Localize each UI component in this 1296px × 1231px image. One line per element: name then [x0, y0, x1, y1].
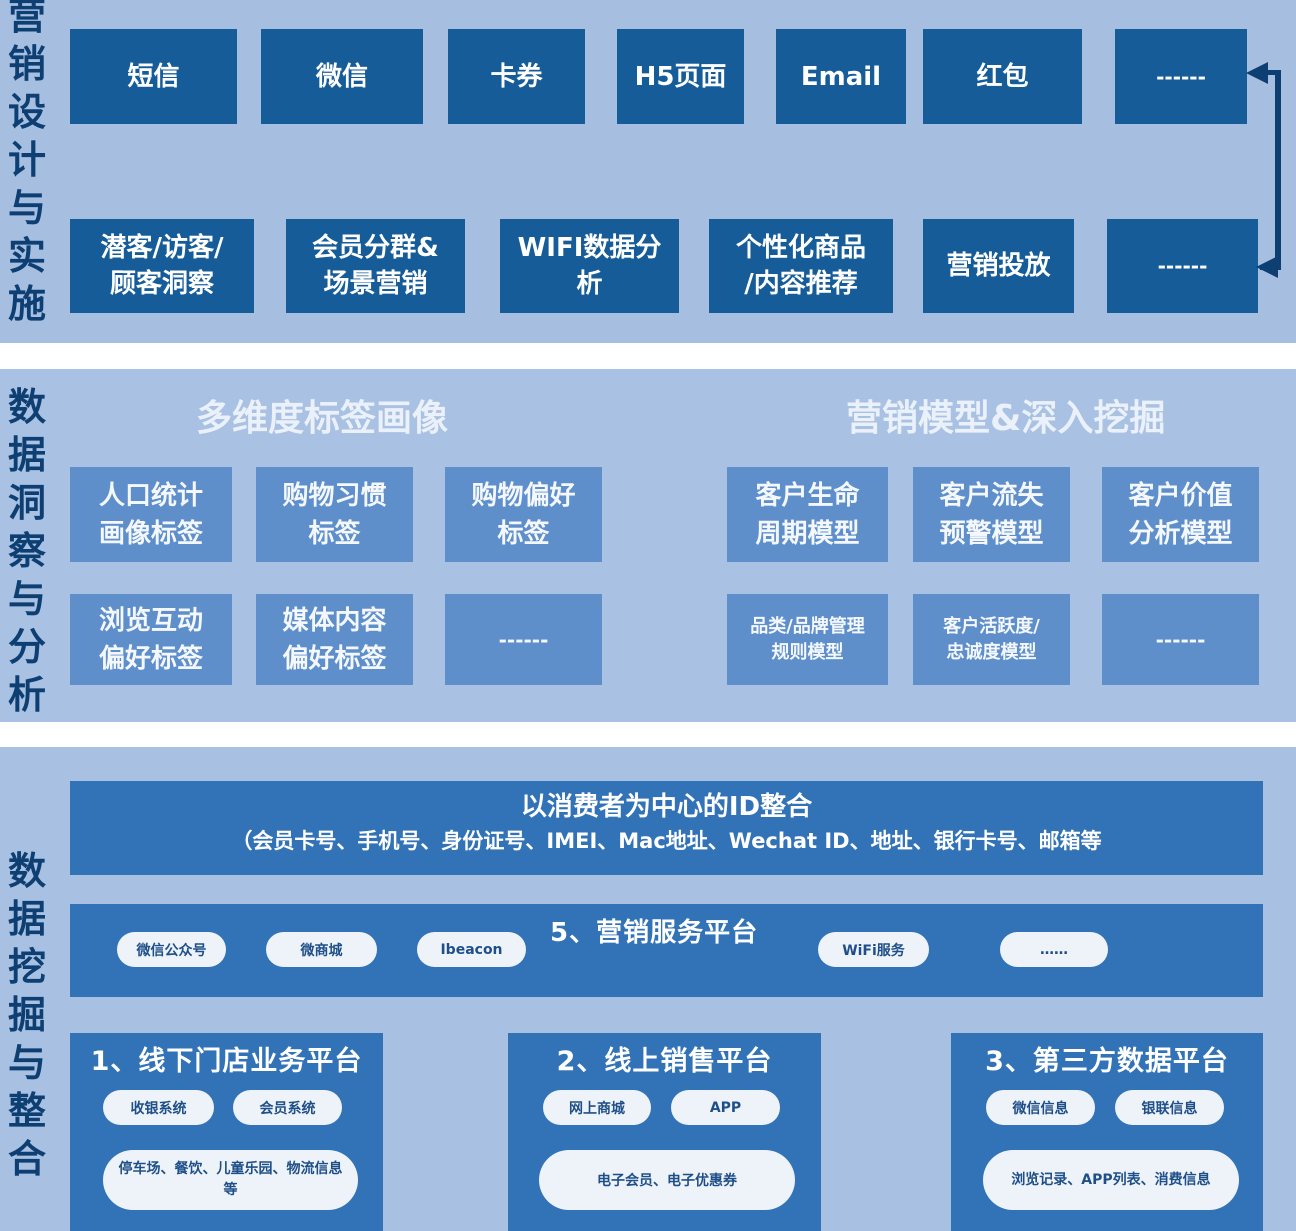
side-char: 计 — [7, 138, 46, 182]
channel-more: ------ — [1115, 29, 1247, 124]
channel-coupon: 卡券 — [448, 29, 585, 124]
third-party-platform-title: 3、第三方数据平台 — [985, 1046, 1229, 1077]
service-pill-micro-store: 微商城 — [266, 932, 377, 967]
tag-shopping-preference: 购物偏好 标签 — [445, 467, 602, 562]
pill-third-party-info: 浏览记录、APP列表、消费信息 — [983, 1150, 1239, 1210]
side-char: 营 — [7, 0, 46, 38]
tag-more: ------ — [445, 594, 602, 685]
model-lifecycle: 客户生命 周期模型 — [727, 467, 888, 562]
online-sales-platform-title: 2、线上销售平台 — [556, 1046, 773, 1077]
side-char: 合 — [7, 1137, 46, 1181]
id-integration-subtitle: （会员卡号、手机号、身份证号、IMEI、Mac地址、Wechat ID、地址、银… — [231, 829, 1102, 853]
side-char: 挖 — [7, 945, 46, 989]
data-mining-side-title: 数 据 挖 掘 与 整 合 — [2, 847, 52, 1183]
service-platform-title: 5、营销服务平台 — [550, 918, 759, 948]
action-marketing-delivery: 营销投放 — [923, 219, 1074, 313]
channel-red-packet: 红包 — [923, 29, 1082, 124]
marketing-model-heading: 营销模型&深入挖掘 — [846, 398, 1166, 439]
action-customer-insight: 潜客/访客/ 顾客洞察 — [70, 219, 254, 313]
model-activity-loyalty: 客户活跃度/ 忠诚度模型 — [913, 594, 1070, 685]
tag-shopping-habit: 购物习惯 标签 — [256, 467, 413, 562]
side-char: 掘 — [7, 993, 46, 1037]
pill-wechat-info: 微信信息 — [986, 1090, 1095, 1125]
tag-media-content: 媒体内容 偏好标签 — [256, 594, 413, 685]
side-char: 销 — [7, 42, 46, 86]
action-member-segmentation: 会员分群& 场景营销 — [286, 219, 465, 313]
id-integration-bar: 以消费者为中心的ID整合 （会员卡号、手机号、身份证号、IMEI、Mac地址、W… — [70, 781, 1263, 875]
side-char: 析 — [7, 673, 46, 717]
service-pill-more: …… — [1000, 932, 1108, 967]
service-pill-wifi: WiFi服务 — [818, 932, 929, 967]
channel-h5: H5页面 — [617, 29, 744, 124]
side-char: 与 — [7, 577, 46, 621]
side-char: 与 — [7, 1041, 46, 1085]
tag-demographic: 人口统计 画像标签 — [70, 467, 232, 562]
model-more: ------ — [1102, 594, 1259, 685]
offline-store-platform-title: 1、线下门店业务平台 — [90, 1046, 363, 1077]
service-pill-wechat-account: 微信公众号 — [117, 932, 226, 967]
marketing-design-section: 营 销 设 计 与 实 施 短信 微信 卡券 H5页面 Email 红包 ---… — [0, 0, 1296, 343]
pill-cashier-system: 收银系统 — [103, 1090, 214, 1125]
channel-sms: 短信 — [70, 29, 237, 124]
connector-line — [1275, 70, 1281, 270]
action-wifi-analysis: WIFI数据分 析 — [500, 219, 679, 313]
pill-app: APP — [671, 1090, 780, 1125]
side-char: 数 — [7, 849, 46, 893]
model-customer-value: 客户价值 分析模型 — [1102, 467, 1259, 562]
tag-browsing-interaction: 浏览互动 偏好标签 — [70, 594, 232, 685]
side-char: 施 — [7, 282, 46, 326]
side-char: 整 — [7, 1089, 46, 1133]
side-char: 与 — [7, 186, 46, 230]
channel-email: Email — [776, 29, 906, 124]
pill-member-system: 会员系统 — [233, 1090, 342, 1125]
side-char: 洞 — [7, 481, 46, 525]
data-insight-side-title: 数 据 洞 察 与 分 析 — [2, 383, 52, 719]
channel-wechat: 微信 — [261, 29, 423, 124]
model-category-brand: 品类/品牌管理 规则模型 — [727, 594, 888, 685]
connector-top — [1260, 70, 1281, 75]
id-integration-title: 以消费者为中心的ID整合 — [520, 792, 813, 822]
action-more: ------ — [1107, 219, 1258, 313]
side-char: 实 — [7, 234, 46, 278]
service-pill-ibeacon: Ibeacon — [417, 932, 526, 967]
side-char: 设 — [7, 90, 46, 134]
side-char: 据 — [7, 433, 46, 477]
side-char: 分 — [7, 625, 46, 669]
pill-online-store: 网上商城 — [543, 1090, 651, 1125]
pill-offline-info: 停车场、餐饮、儿童乐园、物流信息等 — [103, 1150, 358, 1210]
arrow-left-icon — [1246, 62, 1268, 84]
side-char: 数 — [7, 385, 46, 429]
model-churn-warning: 客户流失 预警模型 — [913, 467, 1070, 562]
data-insight-section: 数 据 洞 察 与 分 析 多维度标签画像 营销模型&深入挖掘 人口统计 画像标… — [0, 369, 1296, 722]
side-char: 察 — [7, 529, 46, 573]
action-recommendation: 个性化商品 /内容推荐 — [709, 219, 893, 313]
tag-profile-heading: 多维度标签画像 — [196, 398, 449, 439]
side-char: 据 — [7, 897, 46, 941]
marketing-design-side-title: 营 销 设 计 与 实 施 — [2, 0, 52, 328]
pill-unionpay-info: 银联信息 — [1115, 1090, 1224, 1125]
pill-e-member-coupon: 电子会员、电子优惠券 — [539, 1150, 795, 1210]
arrow-left-icon — [1256, 256, 1278, 278]
data-mining-section: 数 据 挖 掘 与 整 合 以消费者为中心的ID整合 （会员卡号、手机号、身份证… — [0, 747, 1296, 1231]
